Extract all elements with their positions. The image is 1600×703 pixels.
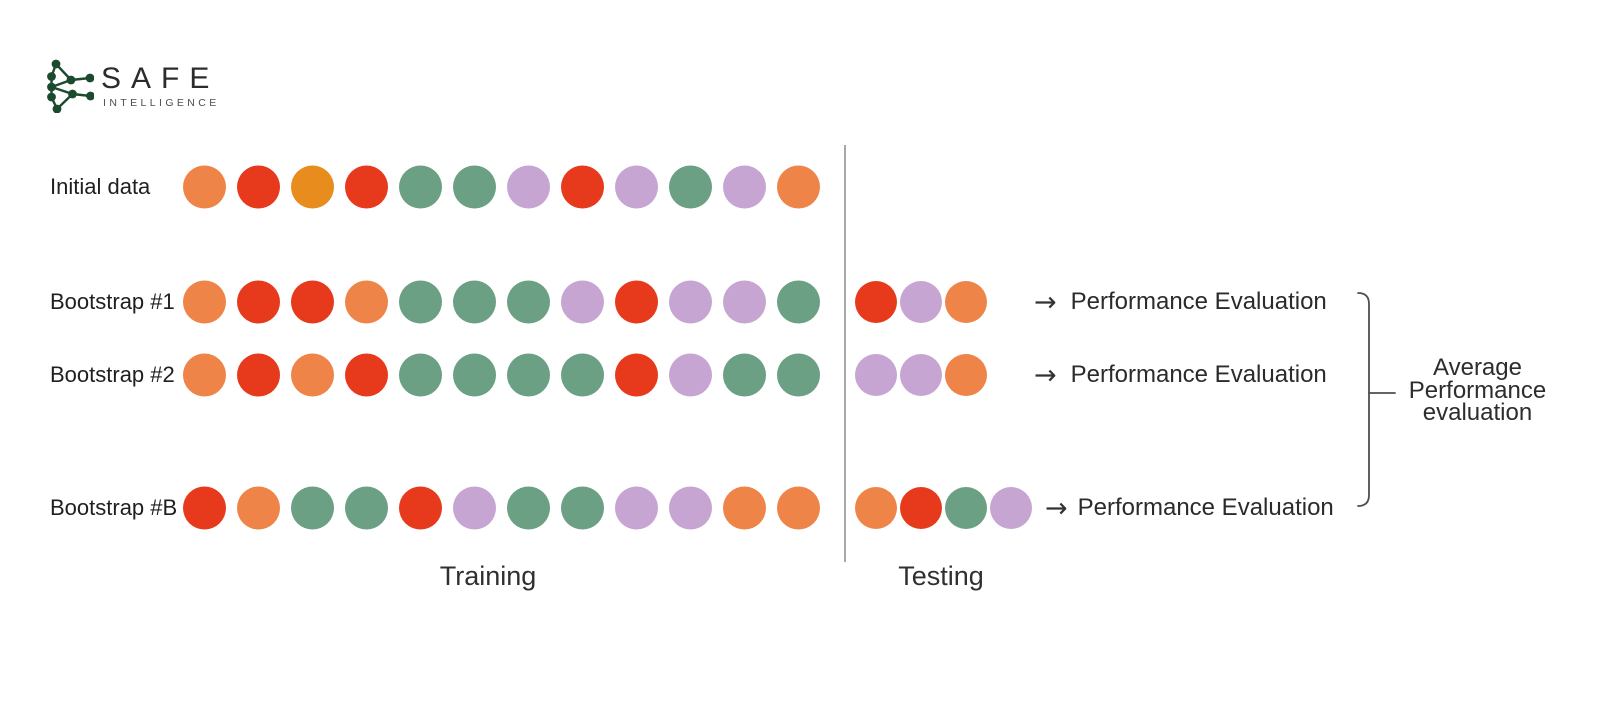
data-point-green — [453, 280, 496, 324]
data-point-green — [345, 486, 388, 530]
data-point-green — [561, 486, 604, 530]
data-point-green — [399, 280, 442, 324]
data-point-orange — [183, 165, 226, 209]
data-point-red — [561, 165, 604, 209]
testing-dots-bootstrap-1: → Performance Evaluation — [855, 281, 1327, 323]
training-section-label: Training — [439, 561, 537, 591]
data-point-orange — [237, 486, 280, 530]
data-point-purple — [669, 280, 712, 324]
training-dots-initial-data — [183, 165, 820, 209]
row-label-bootstrap-b: Bootstrap #B — [50, 495, 178, 520]
training-dots-bootstrap-b — [183, 486, 820, 530]
row-bootstrap-1: Bootstrap #1 → Performance Evaluation — [0, 280, 1600, 324]
data-point-purple — [723, 165, 766, 209]
data-point-purple — [669, 353, 712, 397]
testing-dots-bootstrap-2: → Performance Evaluation — [855, 354, 1327, 396]
data-point-red — [855, 281, 897, 323]
data-point-red — [183, 486, 226, 530]
training-testing-divider — [844, 145, 846, 562]
training-dots-bootstrap-1 — [183, 280, 820, 324]
data-point-purple — [855, 354, 897, 396]
training-dots-bootstrap-2 — [183, 353, 820, 397]
data-point-orange — [945, 281, 987, 323]
data-point-green — [723, 353, 766, 397]
data-point-orange — [777, 165, 820, 209]
data-point-purple — [900, 354, 942, 396]
data-point-orange — [291, 353, 334, 397]
performance-evaluation-label: Performance Evaluation — [1077, 494, 1334, 521]
data-point-green — [507, 353, 550, 397]
row-bootstrap-2: Bootstrap #2 → Performance Evaluation — [0, 353, 1600, 397]
data-point-purple — [669, 486, 712, 530]
average-performance-line: evaluation — [1422, 399, 1533, 426]
data-point-green — [507, 280, 550, 324]
arrow-icon: → — [1034, 286, 1057, 318]
data-point-red — [237, 280, 280, 324]
data-point-purple — [507, 165, 550, 209]
data-point-purple — [453, 486, 496, 530]
performance-evaluation-label: Performance Evaluation — [1070, 361, 1327, 388]
brand-subtitle: INTELLIGENCE — [103, 97, 220, 109]
data-point-purple — [723, 280, 766, 324]
data-point-green — [945, 487, 987, 529]
data-point-green — [399, 165, 442, 209]
data-point-green — [777, 280, 820, 324]
brand-name: SAFE — [101, 62, 220, 95]
data-point-green — [399, 353, 442, 397]
data-point-purple — [615, 165, 658, 209]
network-graph-icon — [47, 59, 94, 113]
data-point-red — [900, 487, 942, 529]
data-point-amber — [291, 165, 334, 209]
data-point-red — [291, 280, 334, 324]
performance-evaluation-label: Performance Evaluation — [1070, 288, 1327, 315]
data-point-orange — [183, 280, 226, 324]
data-point-red — [237, 353, 280, 397]
data-point-green — [453, 353, 496, 397]
data-point-green — [561, 353, 604, 397]
data-point-orange — [723, 486, 766, 530]
data-point-orange — [345, 280, 388, 324]
data-point-orange — [183, 353, 226, 397]
data-point-purple — [561, 280, 604, 324]
data-point-red — [615, 280, 658, 324]
arrow-icon: → — [1034, 359, 1057, 391]
data-point-red — [345, 165, 388, 209]
data-point-red — [399, 486, 442, 530]
data-point-green — [669, 165, 712, 209]
data-point-orange — [777, 486, 820, 530]
data-point-orange — [855, 487, 897, 529]
data-point-red — [237, 165, 280, 209]
data-point-purple — [990, 487, 1032, 529]
data-point-red — [345, 353, 388, 397]
data-point-orange — [945, 354, 987, 396]
testing-dots-bootstrap-b: → Performance Evaluation — [855, 487, 1334, 529]
data-point-purple — [900, 281, 942, 323]
average-performance-line: Performance — [1408, 376, 1547, 404]
data-point-green — [291, 486, 334, 530]
average-performance-line: Average — [1433, 354, 1522, 381]
arrow-icon: → — [1045, 492, 1068, 524]
row-bootstrap-b: Bootstrap #B → Performance Evaluation — [0, 486, 1600, 530]
data-point-red — [615, 353, 658, 397]
row-label-bootstrap-2: Bootstrap #2 — [50, 362, 175, 387]
data-point-purple — [615, 486, 658, 530]
data-point-green — [453, 165, 496, 209]
aggregate-bracket — [1357, 292, 1396, 507]
data-point-green — [507, 486, 550, 530]
row-label-bootstrap-1: Bootstrap #1 — [50, 289, 175, 314]
testing-section-label: Testing — [898, 561, 984, 591]
row-initial-data: Initial data — [0, 165, 1600, 209]
row-label-initial-data: Initial data — [50, 174, 151, 199]
data-point-green — [777, 353, 820, 397]
